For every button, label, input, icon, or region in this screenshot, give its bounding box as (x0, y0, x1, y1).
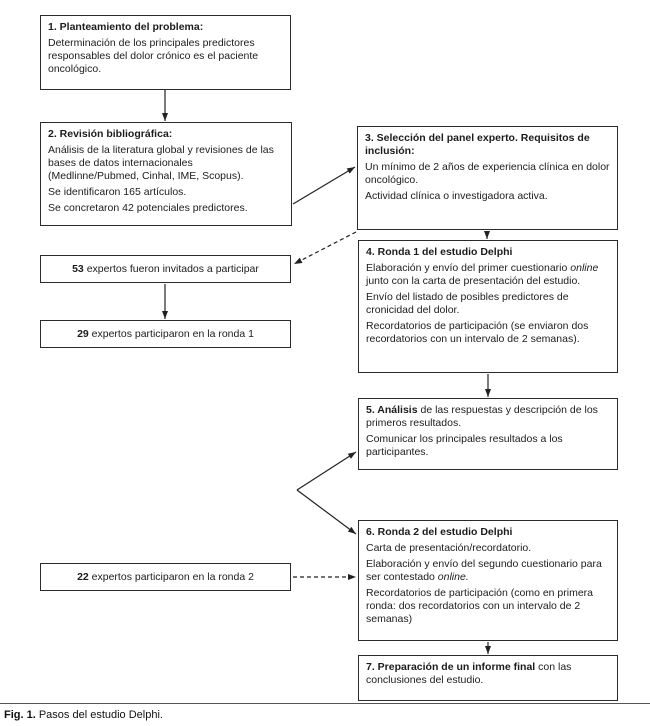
text-line: 22 expertos participaron en la ronda 2 (77, 570, 254, 583)
text-line: Análisis de la literatura global y revis… (48, 144, 274, 182)
arrow-junction-to-step6 (296, 489, 357, 535)
stat-box-29-ronda1: 29 expertos participaron en la ronda 1 (40, 320, 291, 348)
text-line: 4. Ronda 1 del estudio Delphi (366, 246, 513, 258)
text-line: Actividad clínica o investigadora activa… (365, 190, 548, 202)
step-box-7-informe-final: 7. Preparación de un informe final con l… (358, 655, 618, 701)
text-line: 53 expertos fueron invitados a participa… (72, 262, 259, 275)
stat-box-53-invitados: 53 expertos fueron invitados a participa… (40, 255, 291, 283)
text-line: Elaboración y envío del segundo cuestion… (366, 558, 602, 583)
step-box-1-planteamiento: 1. Planteamiento del problema: Determinac… (40, 15, 291, 90)
step-box-2-revision: 2. Revisión bibliográfica: Análisis de la… (40, 122, 292, 226)
text-line: Un mínimo de 2 años de experiencia clíni… (365, 161, 610, 186)
text-line: Elaboración y envío del primer cuestiona… (366, 262, 599, 287)
arrow-step3-to-invited (293, 231, 357, 265)
text-line: Comunicar los principales resultados a l… (366, 433, 563, 458)
text-line: 7. Preparación de un informe final con l… (366, 661, 572, 686)
caption-text: Pasos del estudio Delphi. (38, 709, 163, 721)
text-line: Recordatorios de participación (se envia… (366, 320, 589, 345)
text-line: Se identificaron 165 artículos. (48, 186, 187, 198)
arrow-junction-to-step5 (296, 451, 357, 491)
text-line: 29 expertos participaron en la ronda 1 (77, 327, 254, 340)
arrow-step2-to-step3 (292, 166, 356, 205)
caption-label: Fig. 1. (4, 709, 36, 721)
text-line: 3. Selección del panel experto. Requisit… (365, 132, 590, 157)
text-line: 1. Planteamiento del problema: (48, 21, 204, 33)
text-line: Se concretaron 42 potenciales predictore… (48, 202, 248, 214)
step-box-3-seleccion-panel: 3. Selección del panel experto. Requisit… (357, 126, 618, 230)
step-box-5-analisis: 5. Análisis de las respuestas y descripc… (358, 398, 618, 470)
text-line: Recordatorios de participación (como en … (366, 587, 594, 625)
text-line: 2. Revisión bibliográfica: (48, 128, 173, 140)
text-line: Envío del listado de posibles predictore… (366, 291, 569, 316)
text-line: Carta de presentación/recordatorio. (366, 542, 532, 554)
caption-rule (0, 703, 650, 704)
text-line: 6. Ronda 2 del estudio Delphi (366, 526, 513, 538)
text-line: 5. Análisis de las respuestas y descripc… (366, 404, 598, 429)
stat-box-22-ronda2: 22 expertos participaron en la ronda 2 (40, 563, 291, 591)
text-line: Determinación de los principales predict… (48, 37, 259, 75)
figure-caption: Fig. 1. Pasos del estudio Delphi. (4, 709, 163, 722)
